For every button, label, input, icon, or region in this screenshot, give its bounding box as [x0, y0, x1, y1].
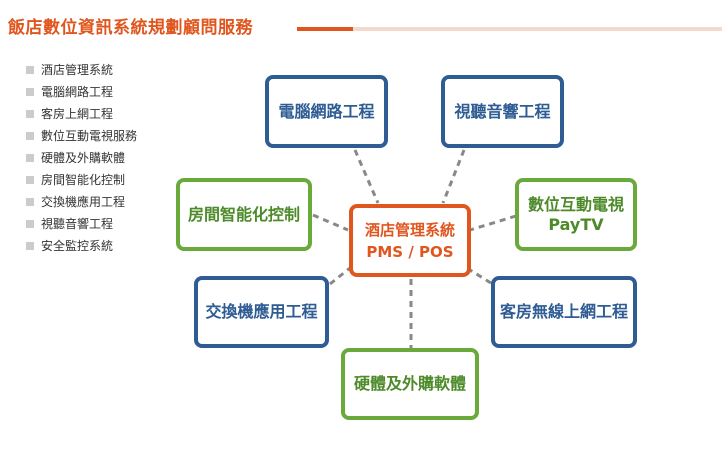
list-item-label: 酒店管理系統: [41, 63, 114, 77]
list-item: 視聽音響工程: [26, 216, 137, 238]
node-label: 客房無線上網工程: [499, 302, 628, 321]
list-item-label: 視聽音響工程: [41, 217, 114, 231]
node-label: 交換機應用工程: [205, 302, 318, 321]
page-title: 飯店數位資訊系統規劃顧問服務: [8, 18, 253, 38]
list-item-label: 數位互動電視服務: [41, 129, 138, 143]
page-header: 飯店數位資訊系統規劃顧問服務: [0, 0, 722, 40]
list-item: 房間智能化控制: [26, 172, 137, 194]
node-wireless-engineering: 客房無線上網工程: [491, 276, 637, 348]
node-label: 房間智能化控制: [187, 204, 300, 224]
list-item: 安全監控系統: [26, 238, 137, 260]
list-item-label: 客房上網工程: [41, 107, 114, 121]
list-item: 電腦網路工程: [26, 84, 137, 106]
square-bullet-icon: [26, 176, 34, 184]
list-item-label: 房間智能化控制: [41, 173, 126, 187]
title-underline-accent: [297, 27, 353, 31]
square-bullet-icon: [26, 110, 34, 118]
node-audio-visual: 視聽音響工程: [441, 75, 564, 148]
square-bullet-icon: [26, 88, 34, 96]
node-hardware-software: 硬體及外購軟體: [341, 348, 479, 420]
connector-digital-tv: [469, 214, 517, 232]
square-bullet-icon: [26, 242, 34, 250]
connector-room-control: [312, 213, 349, 232]
node-pms-core: 酒店管理系統 PMS / POS: [349, 204, 471, 277]
square-bullet-icon: [26, 154, 34, 162]
node-network-engineering: 電腦網路工程: [265, 75, 388, 148]
list-item-label: 電腦網路工程: [41, 85, 114, 99]
node-switch-engineering: 交換機應用工程: [194, 276, 329, 348]
square-bullet-icon: [26, 132, 34, 140]
node-room-control: 房間智能化控制: [176, 178, 312, 251]
node-label: 電腦網路工程: [278, 101, 375, 121]
square-bullet-icon: [26, 66, 34, 74]
list-item: 酒店管理系統: [26, 62, 137, 84]
list-item: 客房上網工程: [26, 106, 137, 128]
list-item: 交換機應用工程: [26, 194, 137, 216]
connector-wireless: [469, 268, 492, 285]
title-underline-light: [353, 27, 722, 31]
square-bullet-icon: [26, 198, 34, 206]
node-label: 硬體及外購軟體: [353, 374, 466, 393]
node-digital-tv: 數位互動電視 PayTV: [515, 178, 637, 251]
square-bullet-icon: [26, 220, 34, 228]
core-label-line2: PMS / POS: [366, 242, 454, 261]
node-label-line1: 數位互動電視: [527, 194, 624, 214]
core-label-line1: 酒店管理系統: [364, 220, 455, 239]
connector-audio: [441, 149, 466, 204]
service-list: 酒店管理系統 電腦網路工程 客房上網工程 數位互動電視服務 硬體及外購軟體 房間…: [26, 62, 137, 260]
connector-network: [353, 149, 380, 204]
list-item: 硬體及外購軟體: [26, 150, 137, 172]
list-item-label: 交換機應用工程: [41, 195, 126, 209]
list-item-label: 安全監控系統: [41, 239, 114, 253]
node-label-line2: PayTV: [548, 214, 604, 234]
connector-switch: [329, 266, 351, 286]
list-item: 數位互動電視服務: [26, 128, 137, 150]
node-label: 視聽音響工程: [454, 101, 551, 121]
list-item-label: 硬體及外購軟體: [41, 151, 126, 165]
